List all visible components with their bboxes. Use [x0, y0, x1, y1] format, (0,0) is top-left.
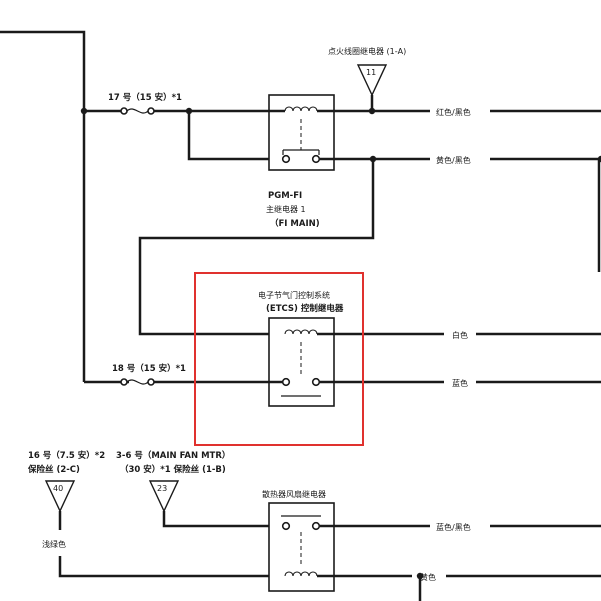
- fuse-18-label: 18 号（15 安）*1: [112, 363, 186, 374]
- fuse-3-6-terminal: 23: [157, 484, 167, 493]
- pgmfi-relay-name: PGM-FI: [268, 191, 302, 201]
- fuse-16-circuit: 16 号（7.5 安）*2 保险丝 (2-C) 40 浅绿色: [27, 450, 285, 578]
- wire-blue-black: 蓝色/黑色: [436, 522, 471, 532]
- ignition-coil-relay: 点火线圈继电器 (1-A) 11: [328, 46, 406, 115]
- fuse-17-label: 17 号（15 安）*1: [108, 92, 182, 103]
- ignition-relay-label: 点火线圈继电器 (1-A): [328, 46, 406, 56]
- ignition-relay-terminal: 11: [366, 68, 376, 77]
- wire-white: 白色: [452, 330, 468, 340]
- fuse-18-circuit: 18 号（15 安）*1: [112, 363, 283, 386]
- fuse-3-6-circuit: 3-6 号（MAIN FAN MTR） （30 安）*1 保险丝 (1-B) 2…: [116, 450, 285, 528]
- radiator-fan-relay: 散热器风扇继电器 蓝色/黑色 黄色: [262, 489, 601, 601]
- fuse-3-6-label: 3-6 号（MAIN FAN MTR）: [116, 450, 230, 461]
- fuse-3-6-sub: （30 安）*1 保险丝 (1-B): [120, 464, 226, 475]
- wire-light-green: 浅绿色: [42, 539, 66, 549]
- etcs-highlight-frame: [194, 272, 364, 446]
- pgmfi-main-relay-1: PGM-FI 主继电器 1 （FI MAIN): [266, 94, 335, 229]
- wire-yellow: 黄色: [420, 572, 436, 582]
- wire-yellow-black: 黄色/黑色: [436, 155, 471, 165]
- pgmfi-relay-desc: 主继电器 1: [266, 204, 306, 214]
- fuse-17-circuit: 17 号（15 安）*1: [80, 92, 285, 161]
- etcs-control-relay: 电子节气门控制系统 (ETCS) 控制继电器 白色 蓝色: [258, 290, 601, 407]
- main-feed-wire: [0, 30, 129, 384]
- fuse-16-label: 16 号（7.5 安）*2: [28, 450, 105, 461]
- fuse-16-terminal: 40: [53, 484, 63, 493]
- wire-blue: 蓝色: [452, 378, 468, 388]
- pgmfi-relay-code: （FI MAIN): [270, 218, 320, 229]
- output-wires-top: 红色/黑色 黄色/黑色: [138, 107, 601, 336]
- fuse-16-sub: 保险丝 (2-C): [27, 464, 80, 475]
- etcs-relay-desc: (ETCS) 控制继电器: [266, 303, 344, 314]
- radiator-relay-name: 散热器风扇继电器: [262, 489, 326, 499]
- etcs-relay-name: 电子节气门控制系统: [258, 290, 330, 300]
- wire-red-black: 红色/黑色: [436, 107, 471, 117]
